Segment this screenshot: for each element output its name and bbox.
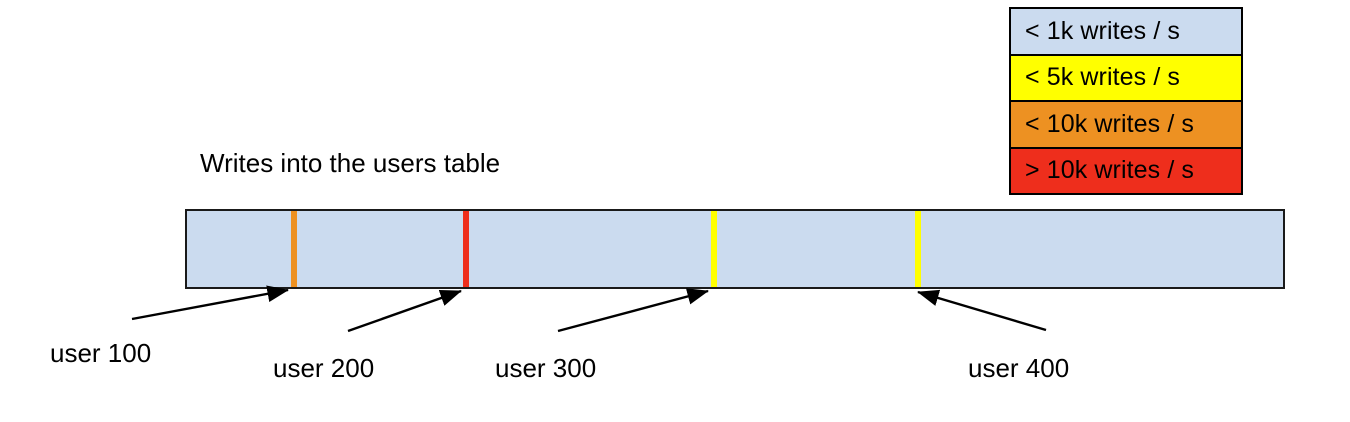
arrow-user-300 <box>557 288 709 333</box>
legend-row-over-10k: > 10k writes / s <box>1011 148 1241 193</box>
legend-row-under-1k: < 1k writes / s <box>1011 9 1241 56</box>
page-title: Writes into the users table <box>200 148 501 178</box>
legend-row-under-10k: < 10k writes / s <box>1011 102 1241 149</box>
stripe-user-400 <box>915 211 921 287</box>
legend-label-under-5k: < 5k writes / s <box>1025 63 1181 92</box>
legend-label-over-10k: > 10k writes / s <box>1025 156 1195 185</box>
legend-label-under-10k: < 10k writes / s <box>1025 109 1195 138</box>
write-throughput-legend: < 1k writes / s < 5k writes / s < 10k wr… <box>1009 7 1243 195</box>
arrow-user-100 <box>131 285 289 321</box>
users-table-keyspace-bar <box>185 209 1285 289</box>
label-user-300: user 300 <box>495 353 597 383</box>
arrow-user-200 <box>347 289 462 333</box>
stripe-user-300 <box>711 211 717 287</box>
legend-row-under-5k: < 5k writes / s <box>1011 55 1241 102</box>
stripe-user-200 <box>463 211 469 287</box>
legend-label-under-1k: < 1k writes / s <box>1025 16 1181 45</box>
label-user-200: user 200 <box>273 353 375 383</box>
label-user-400: user 400 <box>968 353 1070 383</box>
stripe-user-100 <box>291 211 297 287</box>
arrow-user-400 <box>917 289 1047 332</box>
label-user-100: user 100 <box>50 338 152 368</box>
